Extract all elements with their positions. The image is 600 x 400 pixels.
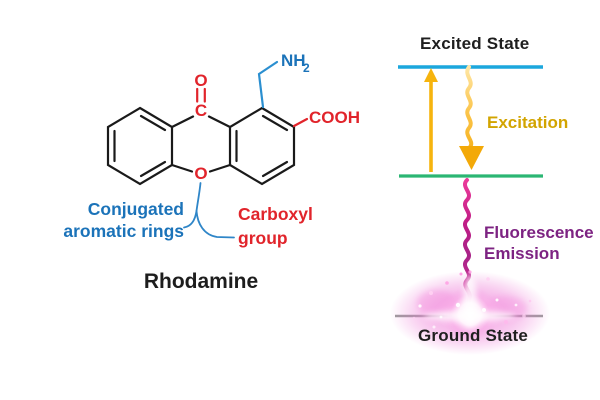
aromatic-rings-annotation: Conjugated aromatic rings — [50, 198, 184, 242]
double-bond — [261, 160, 289, 178]
ring-outline — [106, 106, 174, 186]
carboxyl-bond — [292, 117, 309, 128]
aromatic-annotation-line1: Conjugated — [87, 199, 184, 219]
ring-oxygen-label: O — [194, 164, 207, 183]
label-leader-lines — [183, 182, 235, 239]
excitation-wavy-arrow — [459, 65, 484, 170]
carboxyl-annotation-line2: group — [238, 228, 288, 248]
carbonyl-double-bond — [196, 87, 206, 103]
ring-outline — [228, 106, 296, 186]
benzene-ring-right — [228, 106, 296, 186]
sparkles — [412, 270, 532, 338]
aromatic-annotation-line2: aromatic rings — [63, 221, 184, 241]
excited-state-label: Excited State — [420, 34, 530, 53]
amine-subscript: 2 — [303, 61, 310, 75]
excitation-up-arrow — [424, 68, 438, 172]
energy-diagram — [390, 65, 550, 355]
carboxyl-annotation-line1: Carboxyl — [238, 204, 313, 224]
emission-label-line2: Emission — [484, 244, 560, 264]
carbonyl-oxygen-label: O — [194, 71, 207, 90]
excitation-label: Excitation — [487, 113, 569, 132]
ground-state-label: Ground State — [418, 326, 529, 345]
double-bond — [261, 114, 289, 132]
amine-bond — [257, 60, 279, 109]
emission-glow — [390, 270, 550, 355]
carboxyl-formula-label: COOH — [309, 108, 360, 127]
emission-label-line1: Fluorescence — [484, 223, 594, 242]
fluorescence-emission-label: Fluorescence Emission — [484, 222, 594, 264]
carbonyl-carbon-label: C — [195, 101, 207, 120]
carboxyl-annotation: Carboxyl group — [238, 202, 313, 250]
double-bond — [139, 114, 167, 132]
benzene-ring-left — [106, 106, 174, 186]
molecule-name: Rhodamine — [143, 270, 259, 293]
double-bond — [139, 160, 167, 178]
center-ring-bonds — [170, 115, 232, 173]
amine-label: NH — [281, 51, 306, 70]
molecule-structure: O C O NH 2 COOH — [106, 51, 360, 239]
